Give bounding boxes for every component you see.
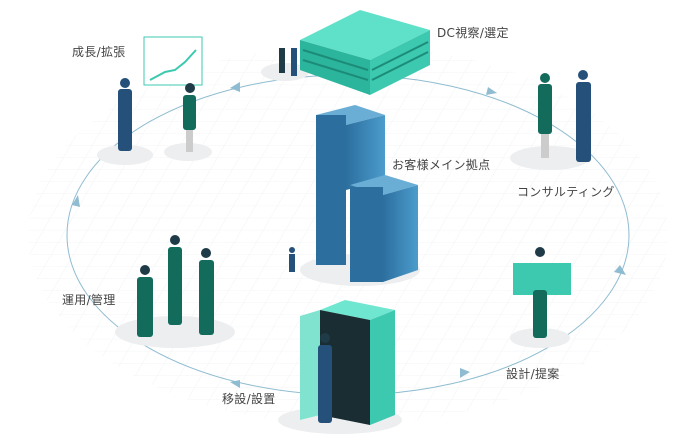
stage-label-growth-expansion: 成長/拡張 <box>72 45 126 59</box>
person-icon <box>168 235 182 325</box>
arrow-icon <box>614 265 626 275</box>
arrow-icon <box>230 380 240 388</box>
arrow-icon <box>486 87 497 95</box>
person-icon <box>318 333 332 423</box>
stage-label-operation-management: 運用/管理 <box>62 293 116 307</box>
person-icon <box>538 73 552 158</box>
growth-chart-board-icon <box>143 36 203 86</box>
person-icon <box>289 247 295 272</box>
arrow-icon <box>460 368 470 378</box>
customer-headquarters-building-icon <box>316 105 418 282</box>
design-blueprint-icon <box>513 263 571 295</box>
center-label-main-site: お客様メイン拠点 <box>392 158 491 172</box>
person-icon <box>533 247 547 338</box>
stage-label-dc-selection: DC視察/選定 <box>437 26 509 40</box>
arrow-icon <box>230 82 240 92</box>
person-icon <box>279 48 297 76</box>
person-icon <box>137 265 153 337</box>
people-figures <box>118 48 591 423</box>
stage-label-consulting: コンサルティング <box>517 185 615 199</box>
stage-label-relocation-installation: 移設/設置 <box>222 392 276 406</box>
server-rack-icon <box>300 300 395 425</box>
arrow-icon <box>72 195 80 207</box>
person-icon <box>118 78 132 151</box>
ring-arrows <box>72 82 626 388</box>
datacenter-building-icon <box>300 10 430 95</box>
person-icon <box>576 70 591 162</box>
person-icon <box>199 248 214 335</box>
stage-label-design-proposal: 設計/提案 <box>506 367 560 381</box>
person-icon <box>183 83 196 152</box>
